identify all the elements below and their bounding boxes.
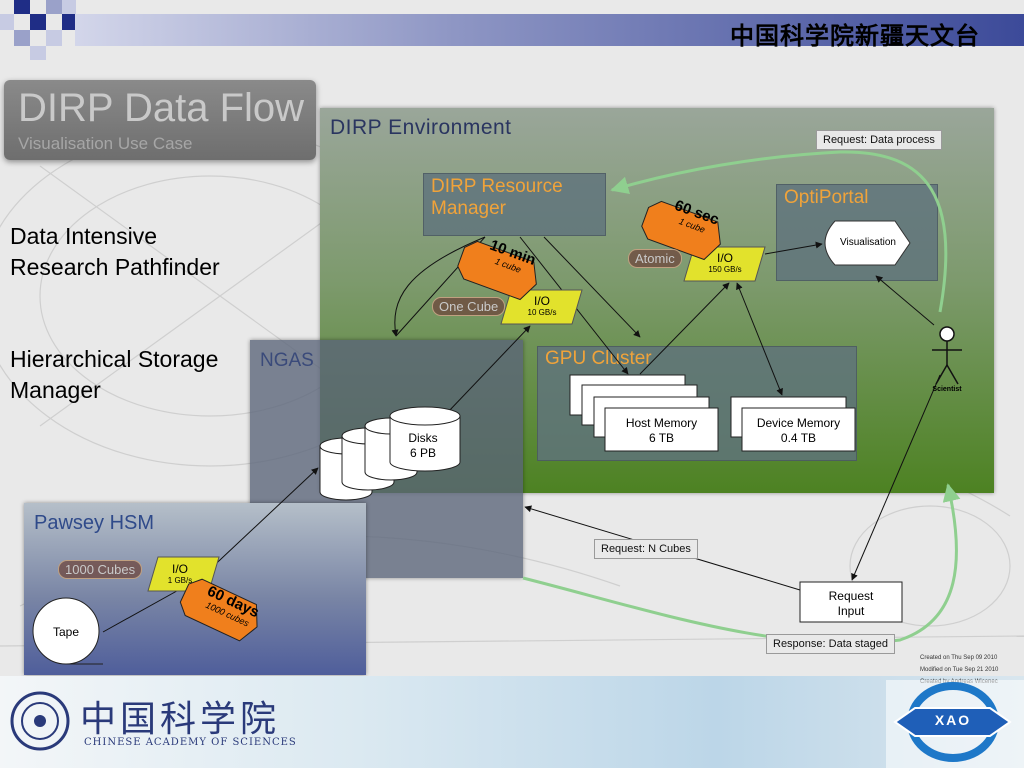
io-atomic-rate: 150 GB/s: [708, 265, 742, 274]
scientist-label: Scientist: [932, 386, 962, 393]
note-n-cubes: Request: N Cubes: [594, 539, 698, 559]
device-memory-shape: [741, 407, 856, 452]
scientist-figure: [932, 326, 962, 385]
tag-60days-shape: [179, 578, 258, 642]
resource-manager-label: DIRP Resource Manager: [431, 176, 563, 219]
tag-60sec-shape: [641, 200, 721, 261]
slide-title: DIRP Data Flow: [18, 86, 305, 130]
tape-label: Tape: [52, 625, 80, 639]
note-data-process: Request: Data process: [816, 130, 942, 150]
host-memory-shape: [604, 407, 719, 452]
title-panel: DIRP Data Flow Visualisation Use Case: [4, 80, 316, 160]
side-label-hsm: Hierarchical Storage Manager: [10, 346, 219, 403]
cas-name-cn: 中国科学院: [80, 699, 281, 740]
slide-subtitle: Visualisation Use Case: [18, 134, 193, 153]
deco-square: [30, 46, 46, 60]
org-title: 中国科学院新疆天文台: [730, 22, 980, 50]
io-thousand-label: I/O: [171, 562, 188, 576]
deco-square: [62, 0, 76, 14]
footer-band: [0, 676, 1024, 768]
gpu-cluster-label: GPU Cluster: [545, 348, 652, 369]
pill-thousand: 1000 Cubes: [58, 560, 143, 579]
note-data-staged: Response: Data staged: [766, 634, 895, 654]
ngas-label: NGAS: [260, 350, 314, 371]
device-memory-label: Device Memory 0.4 TB: [756, 416, 841, 445]
io-thousand: I/O 1 GB/s: [155, 562, 205, 585]
pawsey-label: Pawsey HSM: [34, 512, 155, 534]
io-one-cube: I/O 10 GB/s: [513, 294, 571, 317]
io-one-cube-label: I/O: [533, 294, 550, 308]
disks-label: Disks 6 PB: [408, 431, 438, 460]
request-input-shape: [799, 581, 903, 623]
optiportal-label: OptiPortal: [784, 187, 869, 208]
request-input-label: Request Input: [828, 589, 874, 618]
visualisation-label: Visualisation: [840, 237, 896, 248]
io-atomic: I/O 150 GB/s: [696, 251, 754, 274]
environment-title: DIRP Environment: [330, 116, 512, 139]
cas-name-en: CHINESE ACADEMY OF SCIENCES: [84, 737, 297, 748]
visualisation-shape: [824, 220, 911, 266]
io-one-cube-rate: 10 GB/s: [527, 308, 557, 317]
deco-square: [62, 14, 76, 30]
deco-square: [46, 0, 62, 14]
green-arrow-data-process: [610, 150, 948, 313]
resource-manager-box: [423, 173, 606, 236]
io-atomic-label: I/O: [716, 251, 733, 265]
deco-square: [0, 14, 14, 30]
io-thousand-rate: 1 GB/s: [167, 576, 193, 585]
deco-square: [14, 30, 30, 46]
pill-atomic: Atomic: [628, 249, 682, 268]
meta-created: Created on Thu Sep 09 2010: [920, 655, 998, 661]
pill-one-cube: One Cube: [432, 297, 506, 316]
header-bar: [75, 14, 1024, 46]
host-memory-label: Host Memory 6 TB: [625, 416, 698, 445]
tag-10min-shape: [457, 240, 537, 301]
deco-square: [14, 0, 30, 14]
deco-square: [30, 14, 46, 30]
deco-square: [46, 30, 62, 46]
xao-label: XAO: [934, 712, 972, 728]
meta-modified: Modified on Tue Sep 21 2010: [920, 667, 999, 673]
footer-logos: [10, 680, 1024, 768]
disks-shape: [389, 416, 461, 472]
side-label-dirp: Data Intensive Research Pathfinder: [10, 223, 220, 280]
